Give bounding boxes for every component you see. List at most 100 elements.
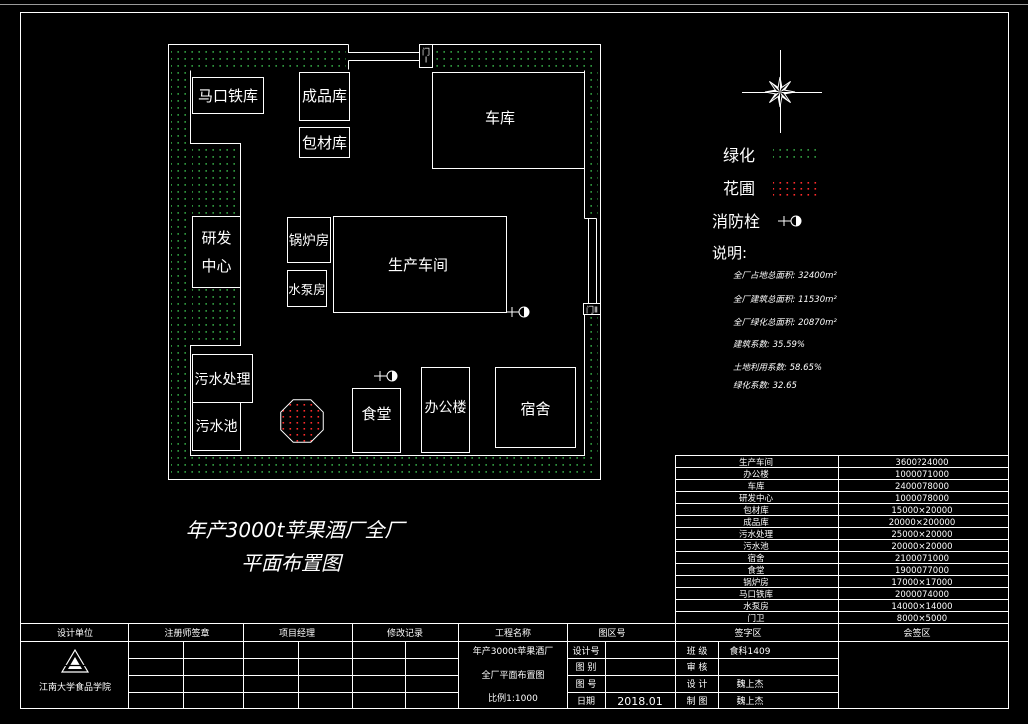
project-line-1: 年产3000t苹果酒厂 bbox=[473, 645, 553, 657]
table-row-name: 宿舍 bbox=[747, 553, 765, 564]
table-row-size: 17000×17000 bbox=[891, 578, 952, 588]
pump-room-label: 水泵房 bbox=[288, 282, 326, 297]
table-row-size: 2400078000 bbox=[895, 482, 949, 492]
table-row-name: 马口铁库 bbox=[739, 589, 774, 600]
site-plan: 门Ⅰ 门Ⅱ 马口铁库 成品库 包材库 车库 锅炉房 水泵房 生产车间 研发 中心… bbox=[168, 44, 601, 480]
notes-title: 说明: bbox=[712, 244, 747, 262]
greenery-band-top-left bbox=[171, 47, 346, 67]
rd-center-label-line1: 研发 bbox=[201, 229, 231, 247]
table-row-size: 1000071000 bbox=[895, 470, 949, 480]
compass-icon bbox=[742, 50, 822, 133]
entrance-road-top bbox=[348, 44, 420, 70]
table-row-name: 食堂 bbox=[747, 565, 764, 576]
greenery-band-right-upper bbox=[586, 70, 598, 216]
sewage-treatment-label: 污水处理 bbox=[195, 372, 251, 388]
production-workshop-building bbox=[333, 216, 507, 313]
header-project-manager: 项目经理 bbox=[279, 627, 315, 639]
packaging-store-building bbox=[299, 127, 350, 158]
drawing-info-label: 图 别 bbox=[576, 662, 597, 673]
table-row-name: 锅炉房 bbox=[743, 577, 769, 588]
signature-role: 制 图 bbox=[687, 695, 708, 707]
table-row-name: 污水处理 bbox=[739, 529, 774, 540]
gate-2-label: 门Ⅱ bbox=[586, 305, 598, 315]
signature-name: 魏上杰 bbox=[736, 695, 763, 707]
table-row-size: 8000×5000 bbox=[897, 614, 947, 624]
drawing-info-label: 图 号 bbox=[576, 679, 597, 690]
packaging-store-label: 包材库 bbox=[302, 134, 347, 152]
header-countersign-area: 会签区 bbox=[903, 627, 930, 639]
sewage-pool-structure bbox=[192, 402, 241, 451]
table-row-size: 2100071000 bbox=[895, 554, 949, 564]
table-row-size: 14000×14000 bbox=[891, 602, 952, 612]
table-row-size: 20000×20000 bbox=[891, 542, 952, 552]
table-row-name: 车库 bbox=[747, 481, 765, 492]
canteen-label: 食堂 bbox=[361, 405, 391, 423]
drawing-info-label: 日期 bbox=[577, 696, 595, 707]
table-row-size: 3600?24000 bbox=[895, 458, 948, 468]
site-boundary-wall bbox=[168, 44, 601, 480]
table-row-name: 污水池 bbox=[743, 541, 769, 552]
table-row-name: 门卫 bbox=[747, 613, 765, 624]
canteen-building bbox=[352, 388, 401, 453]
finished-goods-store-building bbox=[299, 72, 350, 121]
title-block-grid bbox=[20, 623, 1008, 709]
greenery-dots-icon bbox=[773, 147, 817, 163]
gate-1-label: 门Ⅰ bbox=[422, 47, 431, 65]
table-row-size: 2000074000 bbox=[895, 590, 949, 600]
building-size-table: 生产车间 3600?24000 办公楼 1000071000 车库 240007… bbox=[675, 455, 1008, 624]
flowerbed-octagon bbox=[280, 399, 324, 443]
header-zone: 图区号 bbox=[598, 628, 625, 639]
fire-hydrant-icon bbox=[778, 215, 802, 227]
signature-name: 魏上杰 bbox=[736, 678, 763, 690]
header-design-unit: 设计单位 bbox=[57, 627, 93, 639]
legend: 绿化 花圃 消防栓 说明: 全厂占地总面积: 32400m² 全厂建筑总面积: … bbox=[712, 146, 837, 391]
drawing-title-line1: 年产3000t苹果酒厂全厂 bbox=[186, 518, 408, 542]
signature-name: 食科1409 bbox=[730, 645, 771, 657]
signature-role: 审 核 bbox=[687, 661, 708, 673]
note-land-use-coefficient: 土地利用系数: 58.65% bbox=[733, 362, 822, 373]
rd-center-label-line2: 中心 bbox=[201, 257, 231, 275]
table-row-size: 1900077000 bbox=[895, 566, 949, 576]
drawing-title-line2: 平面布置图 bbox=[241, 551, 344, 575]
boiler-room-building bbox=[287, 217, 331, 263]
fire-hydrant-icon bbox=[506, 306, 530, 318]
office-building bbox=[421, 367, 470, 453]
fire-hydrant-icon bbox=[374, 370, 398, 382]
dormitory-label: 宿舍 bbox=[520, 400, 550, 418]
table-row-name: 办公楼 bbox=[743, 469, 769, 480]
legend-flowerbed-label: 花圃 bbox=[723, 179, 755, 198]
boiler-room-label: 锅炉房 bbox=[289, 233, 330, 249]
drawing-info-label: 设计号 bbox=[572, 645, 599, 657]
header-seal: 注册师签章 bbox=[164, 627, 209, 639]
table-row-name: 水泵房 bbox=[743, 601, 769, 612]
note-total-greenery-area: 全厂绿化总面积: 20870m² bbox=[733, 317, 837, 328]
table-row-size: 25000×20000 bbox=[891, 530, 952, 540]
greenery-band-bottom bbox=[171, 457, 597, 477]
university-logo-icon bbox=[60, 648, 90, 673]
flowerbed-dots-icon bbox=[773, 181, 817, 197]
table-row-size: 20000×200000 bbox=[889, 518, 956, 528]
table-row-name: 包材库 bbox=[743, 505, 769, 516]
table-row-name: 成品库 bbox=[743, 517, 769, 528]
gate-1-box bbox=[419, 44, 433, 68]
legend-fire-hydrant-label: 消防栓 bbox=[712, 212, 760, 231]
table-row-size: 15000×20000 bbox=[891, 506, 952, 516]
header-sign-area: 签字区 bbox=[734, 627, 761, 639]
entrance-road-right bbox=[584, 218, 597, 304]
note-greenery-coefficient: 绿化系数: 32.65 bbox=[733, 380, 797, 391]
project-line-2: 全厂平面布置图 bbox=[481, 669, 544, 681]
signature-role: 设 计 bbox=[687, 678, 708, 690]
title-block: 设计单位 注册师签章 项目经理 修改记录 工程名称 图区号 签字区 会签区 江南… bbox=[20, 623, 1008, 709]
design-unit-name: 江南大学食品学院 bbox=[39, 681, 111, 693]
table-row-name: 生产车间 bbox=[739, 457, 773, 468]
greenery-band-top-right bbox=[435, 47, 597, 67]
greenery-band-right-lower bbox=[586, 316, 598, 455]
project-scale: 比例1:1000 bbox=[488, 692, 538, 704]
header-project-name: 工程名称 bbox=[495, 627, 531, 639]
dormitory-building bbox=[495, 367, 576, 448]
drawing-date: 2018.01 bbox=[617, 695, 663, 708]
table-grid bbox=[675, 455, 1008, 623]
production-workshop-label: 生产车间 bbox=[388, 256, 448, 274]
note-total-building-area: 全厂建筑总面积: 11530m² bbox=[733, 294, 837, 305]
